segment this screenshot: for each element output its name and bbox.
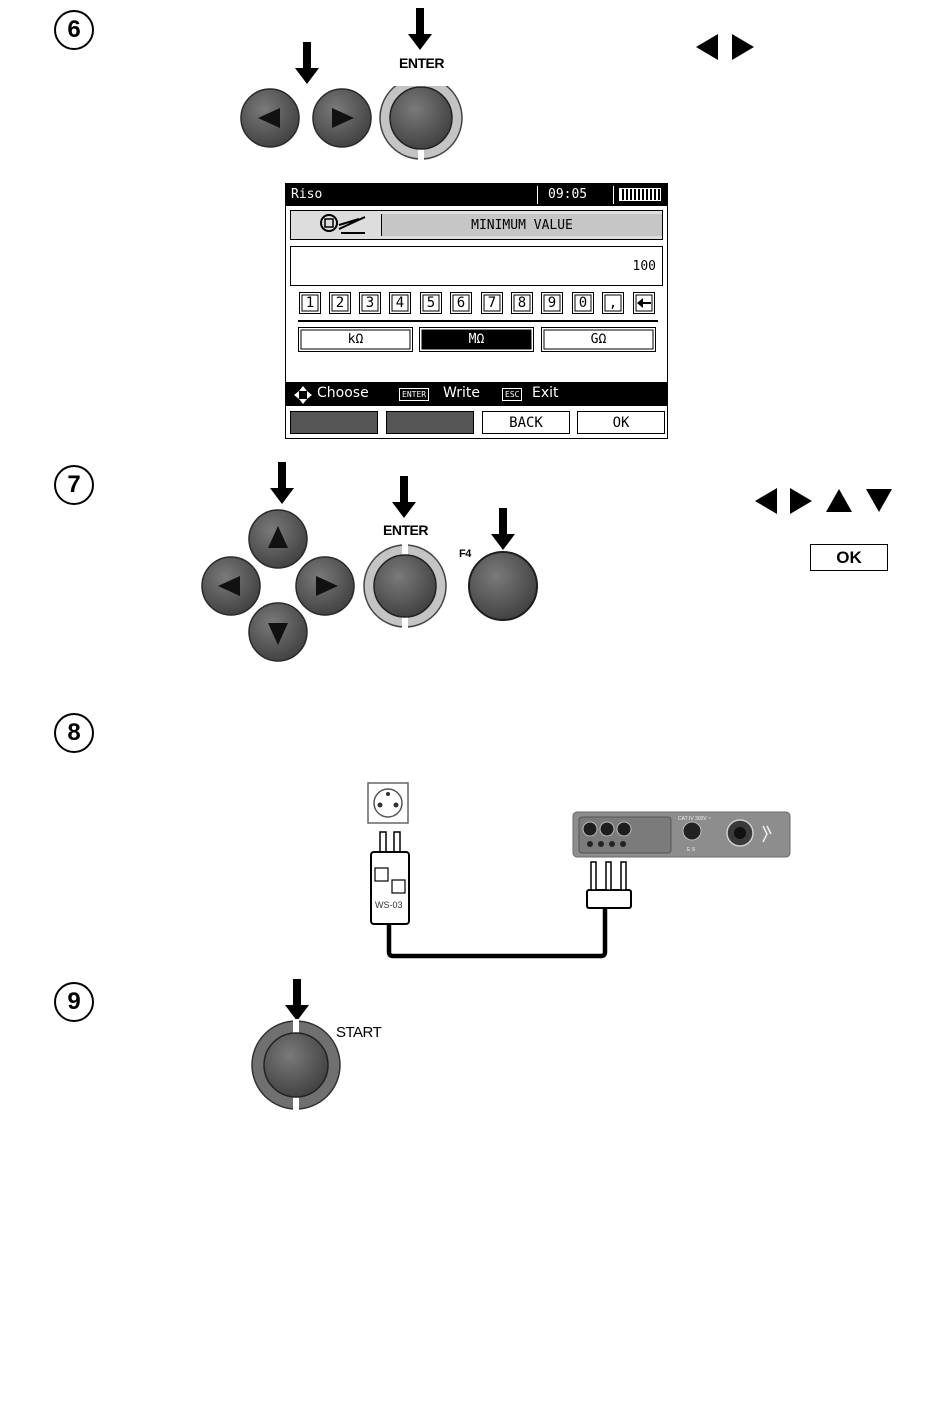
key-comma[interactable]: , <box>602 292 624 314</box>
down-arrow-icon <box>292 42 322 86</box>
meter-small-label: E S <box>687 847 696 853</box>
backspace-key[interactable] <box>633 292 655 314</box>
key-2[interactable]: 2 <box>329 292 351 314</box>
step-8-badge: 8 <box>54 713 94 753</box>
down-arrow-icon <box>267 462 297 506</box>
insulation-probe-icon <box>319 213 367 235</box>
key-8[interactable]: 8 <box>511 292 533 314</box>
enter-button[interactable] <box>364 542 446 630</box>
battery-icon <box>619 188 661 201</box>
key-9[interactable]: 9 <box>541 292 563 314</box>
four-way-arrow-icon <box>294 386 312 404</box>
f2-softkey[interactable] <box>386 411 474 434</box>
left-right-arrows-icon <box>696 34 756 60</box>
ok-softkey[interactable]: OK <box>577 411 665 434</box>
f1-softkey[interactable] <box>290 411 378 434</box>
backspace-icon <box>637 298 651 308</box>
value-field[interactable]: 100 <box>290 246 663 286</box>
meter-plug <box>587 862 631 908</box>
key-5[interactable]: 5 <box>420 292 442 314</box>
unit-kohm-button[interactable]: kΩ <box>298 327 413 352</box>
lcd-status-bar: Riso 09:05 <box>286 184 667 206</box>
unit-gohm-button[interactable]: GΩ <box>541 327 656 352</box>
enter-label: ENTER <box>399 55 444 71</box>
right-arrow-button[interactable] <box>296 557 354 615</box>
value-text: 100 <box>633 259 656 274</box>
key-3[interactable]: 3 <box>359 292 381 314</box>
step-9-badge: 9 <box>54 982 94 1022</box>
lcd-title: MINIMUM VALUE <box>381 214 662 236</box>
step7-keypad <box>200 508 545 664</box>
direction-arrows-icon <box>755 488 895 514</box>
wall-socket-icon <box>368 783 408 823</box>
lcd-screen: Riso 09:05 MINIMUM VALUE 100 1 2 3 4 5 6… <box>285 183 668 439</box>
start-button[interactable] <box>250 1019 346 1115</box>
left-arrow-button[interactable] <box>241 89 299 147</box>
ok-button-icon: OK <box>810 544 888 571</box>
adapter-label: WS-03 <box>375 900 403 910</box>
down-arrow-icon <box>282 979 312 1023</box>
unit-mohm-button[interactable]: MΩ <box>419 327 534 352</box>
down-arrow-button[interactable] <box>249 603 307 661</box>
key-7[interactable]: 7 <box>481 292 503 314</box>
divider <box>298 320 658 322</box>
step6-keypad <box>238 86 478 162</box>
hint-choose: Choose <box>317 385 369 401</box>
hint-write: Write <box>443 385 480 401</box>
left-arrow-button[interactable] <box>202 557 260 615</box>
hint-exit: Exit <box>532 385 559 401</box>
key-6[interactable]: 6 <box>450 292 472 314</box>
ws03-adapter-plug <box>371 832 409 924</box>
connection-diagram: WS-03 CAT IV 300V ~ E S <box>365 780 795 960</box>
step-6-badge: 6 <box>54 10 94 50</box>
enter-button[interactable] <box>380 86 462 162</box>
up-arrow-button[interactable] <box>249 510 307 568</box>
lcd-mode: Riso <box>291 187 322 202</box>
hint-bar: Choose ENTER Write ESC Exit <box>286 382 667 406</box>
enter-tag: ENTER <box>399 388 429 401</box>
f4-button[interactable] <box>469 552 537 620</box>
step-7-badge: 7 <box>54 465 94 505</box>
lcd-title-box: MINIMUM VALUE <box>290 210 663 240</box>
key-1[interactable]: 1 <box>299 292 321 314</box>
key-0[interactable]: 0 <box>572 292 594 314</box>
lcd-time: 09:05 <box>548 187 587 202</box>
meter-cat-label: CAT IV 300V ~ <box>678 816 711 822</box>
key-4[interactable]: 4 <box>389 292 411 314</box>
back-softkey[interactable]: BACK <box>482 411 570 434</box>
right-arrow-button[interactable] <box>313 89 371 147</box>
down-arrow-icon <box>405 8 435 52</box>
esc-tag: ESC <box>502 388 522 401</box>
